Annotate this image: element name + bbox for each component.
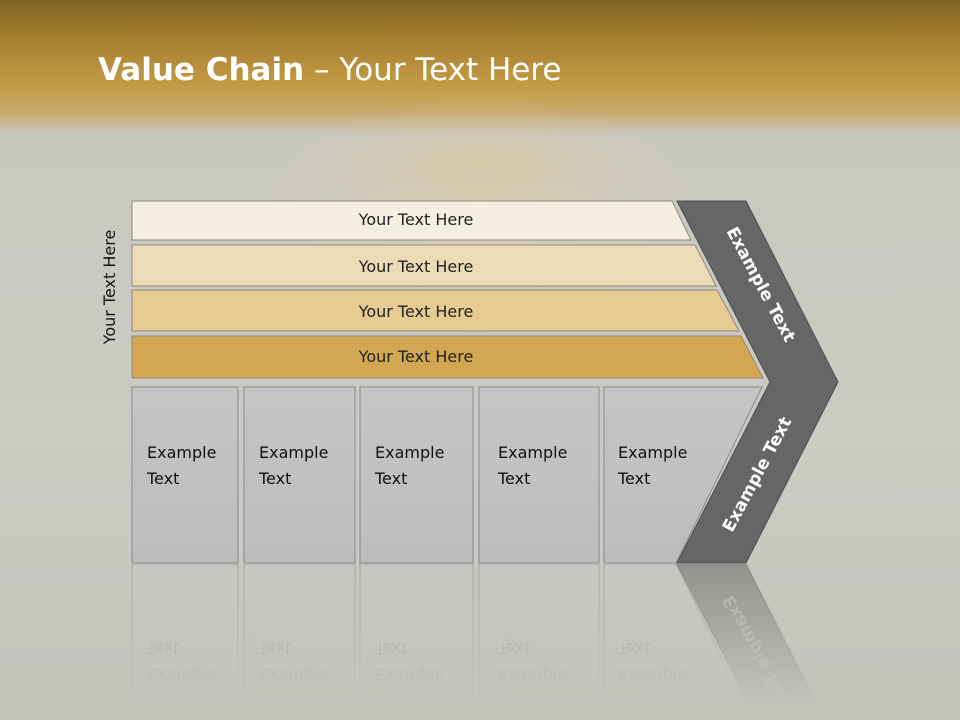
bar-2: Your Text Here	[131, 244, 717, 287]
reflection-box-5-line2: Text	[617, 639, 650, 658]
bar-4-shape	[131, 335, 764, 379]
box-2: Example Text	[243, 386, 356, 564]
box-4-line2: Text	[497, 469, 530, 488]
bar-2-label: Your Text Here	[358, 257, 474, 276]
bar-1-label: Your Text Here	[358, 210, 474, 229]
box-5-shape	[603, 386, 763, 564]
bar-3-label: Your Text Here	[358, 302, 474, 321]
title-bold: Value Chain	[98, 52, 305, 88]
box-1-line1: Example	[147, 443, 216, 462]
box-3: Example Text	[359, 386, 474, 564]
reflection-box-4-line1: Example	[498, 665, 567, 684]
box-5-line1: Example	[618, 443, 687, 462]
bar-4: Your Text Here	[131, 335, 764, 379]
box-3-line1: Example	[375, 443, 444, 462]
reflection-box-1-line1: Example	[147, 665, 216, 684]
box-2-line2: Text	[258, 469, 291, 488]
box-1: Example Text	[131, 386, 239, 564]
reflection-box-2-line2: Text	[258, 639, 291, 658]
title-rest: – Your Text Here	[304, 52, 562, 88]
box-3-line2: Text	[374, 469, 407, 488]
reflection-box-3-line2: Text	[374, 639, 407, 658]
reflection-box-5-line1: Example	[618, 665, 687, 684]
box-4: Example Text	[478, 386, 600, 564]
bar-1: Your Text Here	[131, 200, 692, 241]
bar-1-shape	[131, 200, 692, 241]
box-2-shape	[243, 386, 356, 564]
box-3-shape	[359, 386, 474, 564]
reflection-box-1-line2: Text	[146, 639, 179, 658]
box-2-line1: Example	[259, 443, 328, 462]
reflection: Example Text Example Text Example Text E…	[131, 563, 826, 720]
bar-2-shape	[131, 244, 717, 287]
slide-title: Value Chain – Your Text Here	[98, 52, 561, 88]
box-4-shape	[478, 386, 600, 564]
reflection-box-4-line2: Text	[497, 639, 530, 658]
box-4-line1: Example	[498, 443, 567, 462]
bar-3-shape	[131, 289, 740, 332]
bar-4-label: Your Text Here	[358, 347, 474, 366]
reflection-box-3-line1: Example	[375, 665, 444, 684]
box-5-line2: Text	[617, 469, 650, 488]
box-5: Example Text	[603, 386, 763, 564]
bar-3: Your Text Here	[131, 289, 740, 332]
box-1-line2: Text	[146, 469, 179, 488]
reflection-box-2-line1: Example	[259, 665, 328, 684]
chevron-shape	[676, 200, 839, 564]
box-1-shape	[131, 386, 239, 564]
